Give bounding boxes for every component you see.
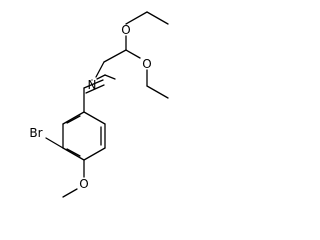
- bond-ring-3: [83, 147, 106, 161]
- atom-labels: N O O O Br: [29, 23, 151, 191]
- bond-ring-inner-3: [66, 115, 81, 124]
- bond-nitrogen-to-ch2: [95, 61, 105, 78]
- bonds: [45, 11, 169, 198]
- atom-oxygen-upper-ethoxy: O: [121, 23, 130, 37]
- bond-ring-to-br: [45, 137, 64, 149]
- bond-imine-a: [83, 79, 104, 89]
- atom-nitrogen: N: [88, 78, 97, 92]
- bond-ring-1: [83, 111, 106, 125]
- bond-ring-inner-2: [66, 148, 81, 157]
- structure-diagram: N O O O Br: [29, 11, 169, 198]
- atom-oxygen-right-ethoxy: O: [142, 57, 151, 71]
- bond-ch2-to-acetal: [103, 49, 127, 63]
- bond-o-right-ethyl-2: [146, 85, 169, 99]
- atom-bromine: Br: [29, 126, 42, 140]
- bond-o-upper-ethyl-1: [125, 11, 148, 25]
- atom-oxygen-methoxy: O: [79, 177, 88, 191]
- bond-n-ch2: [104, 74, 116, 80]
- bond-ring-6: [62, 111, 85, 125]
- bond-ring-4: [62, 147, 85, 161]
- bond-acetal-to-o-right: [125, 49, 141, 59]
- bond-o-methoxy-methyl: [62, 188, 78, 198]
- bond-o-upper-ethyl-2: [146, 11, 169, 25]
- bond-n-ch2-b: [96, 74, 106, 80]
- bond-imine-b: [85, 84, 105, 94]
